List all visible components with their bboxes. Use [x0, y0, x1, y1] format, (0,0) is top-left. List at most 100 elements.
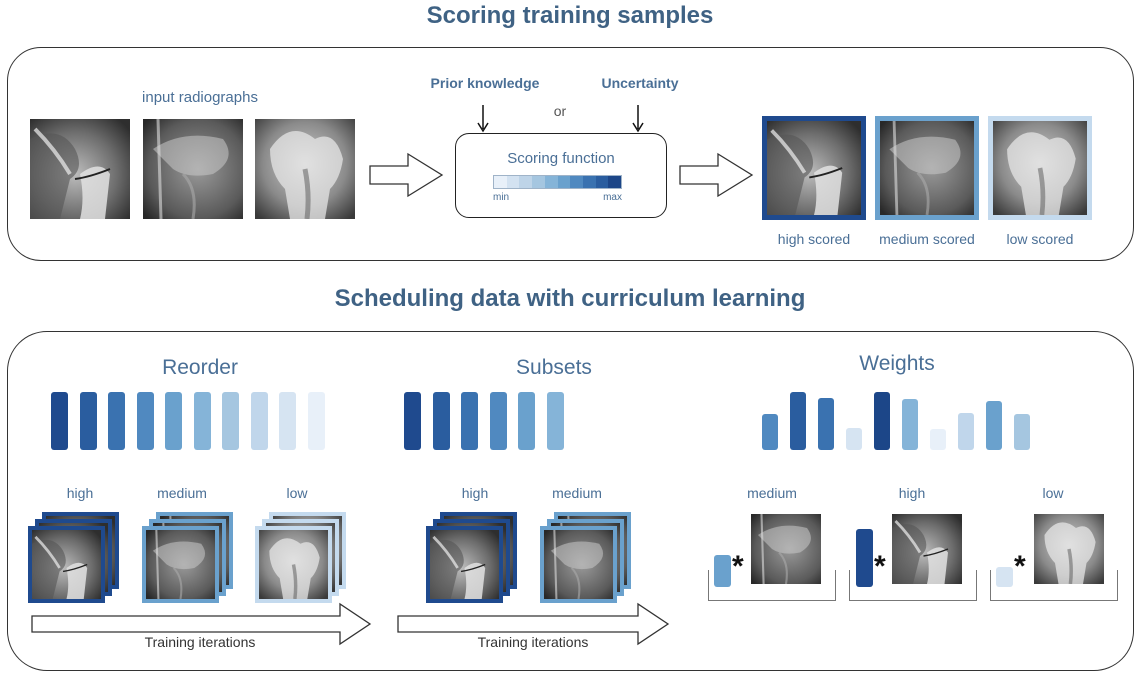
weights-low-radiograph: [1033, 514, 1105, 584]
high-scored-radiograph: [762, 116, 866, 220]
subsets-medium-label: medium: [552, 485, 602, 501]
weights-bracket: [708, 570, 836, 601]
scale-max-label: max: [603, 192, 622, 203]
scale-swatch: [570, 176, 583, 188]
order-bar: [108, 392, 125, 450]
medium-scored-label: medium scored: [879, 231, 975, 247]
weight-bar: [790, 392, 806, 450]
section-title-scoring: Scoring training samples: [426, 2, 714, 29]
order-bar: [307, 392, 325, 450]
scale-swatch: [608, 176, 622, 188]
weights-high-radiograph: [891, 514, 963, 584]
weights-medium-radiograph: [750, 514, 822, 584]
section-title-scheduling: Scheduling data with curriculum learning: [334, 285, 806, 312]
order-bar: [518, 392, 535, 450]
scale-swatch: [595, 176, 609, 188]
weight-bar: [762, 414, 778, 450]
scoring-panel: [7, 47, 1134, 261]
order-bar: [461, 392, 478, 450]
order-bar: [279, 392, 296, 450]
multiply-icon: *: [1014, 550, 1026, 583]
weight-bar: [1014, 414, 1030, 450]
stack-front-radiograph: [426, 526, 503, 603]
scoring-function-box: [455, 133, 667, 218]
high-scored-label: high scored: [777, 231, 851, 247]
order-bar: [165, 392, 182, 450]
input-radiograph-1: [30, 119, 130, 219]
weight-bar: [996, 567, 1013, 587]
arrow-right-icon: [679, 152, 754, 198]
scale-swatch: [519, 176, 533, 188]
order-bar: [546, 392, 564, 450]
weight-bar: [874, 392, 890, 450]
weight-bar: [714, 555, 731, 587]
scale-swatch: [532, 176, 545, 188]
weights-title: Weights: [859, 352, 935, 375]
order-bar: [250, 392, 268, 450]
weight-bar: [846, 428, 862, 450]
weights-bracket: [849, 570, 977, 601]
arrow-down-icon: [477, 105, 489, 133]
arrow-down-icon: [632, 105, 644, 133]
scale-swatch: [557, 176, 571, 188]
order-bar: [51, 392, 68, 450]
multiply-icon: *: [874, 550, 886, 583]
low-scored-radiograph: [988, 116, 1092, 220]
reorder-bars: [51, 392, 331, 450]
order-bar: [222, 392, 239, 450]
training-iterations-arrow: [31, 602, 372, 646]
reorder-arrow-label: Training iterations: [144, 634, 256, 650]
weights-bracket: [990, 570, 1118, 601]
weight-bar: [818, 398, 834, 450]
scale-swatch: [544, 176, 558, 188]
subsets-bars: [404, 392, 574, 450]
scale-swatch: [506, 176, 520, 188]
weight-bar: [902, 399, 918, 450]
scale-swatch: [582, 176, 596, 188]
scale-min-label: min: [493, 192, 510, 203]
reorder-high-label: high: [66, 485, 94, 501]
weight-bar: [930, 429, 946, 450]
subsets-arrow-label: Training iterations: [477, 634, 589, 650]
stack-front-radiograph: [28, 526, 105, 603]
scoring-function-label: Scoring function: [507, 150, 615, 167]
order-bar: [79, 392, 97, 450]
input-radiograph-2: [143, 119, 243, 219]
scheduling-panel: [7, 331, 1134, 671]
or-label: or: [553, 103, 567, 119]
training-iterations-arrow: [397, 602, 670, 646]
subsets-medium-stack: [540, 512, 635, 604]
low-scored-label: low scored: [1006, 231, 1074, 247]
reorder-low-stack: [255, 512, 350, 604]
order-bar: [193, 392, 211, 450]
order-bar: [404, 392, 421, 450]
scale-swatch: [494, 176, 507, 188]
input-radiographs-label: input radiographs: [142, 89, 258, 106]
weights-bars: [762, 390, 1042, 450]
order-bar: [432, 392, 450, 450]
medium-scored-radiograph: [875, 116, 979, 220]
uncertainty-label: Uncertainty: [601, 75, 679, 91]
weights-medium-label: medium: [747, 485, 797, 501]
input-radiograph-3: [255, 119, 355, 219]
reorder-high-stack: [28, 512, 123, 604]
arrow-right-icon: [369, 152, 444, 198]
prior-knowledge-label: Prior knowledge: [430, 75, 540, 91]
subsets-high-label: high: [461, 485, 489, 501]
weights-low-label: low: [1042, 485, 1064, 501]
reorder-title: Reorder: [162, 356, 238, 379]
order-bar: [136, 392, 154, 450]
reorder-medium-stack: [142, 512, 237, 604]
weight-bar: [958, 413, 974, 450]
stack-front-radiograph: [255, 526, 332, 603]
subsets-high-stack: [426, 512, 521, 604]
multiply-icon: *: [732, 550, 744, 583]
subsets-title: Subsets: [516, 356, 592, 379]
stack-front-radiograph: [142, 526, 219, 603]
reorder-low-label: low: [286, 485, 308, 501]
reorder-medium-label: medium: [157, 485, 207, 501]
weights-high-label: high: [898, 485, 926, 501]
weight-bar: [856, 529, 873, 587]
order-bar: [489, 392, 507, 450]
score-color-scale: [493, 175, 622, 189]
